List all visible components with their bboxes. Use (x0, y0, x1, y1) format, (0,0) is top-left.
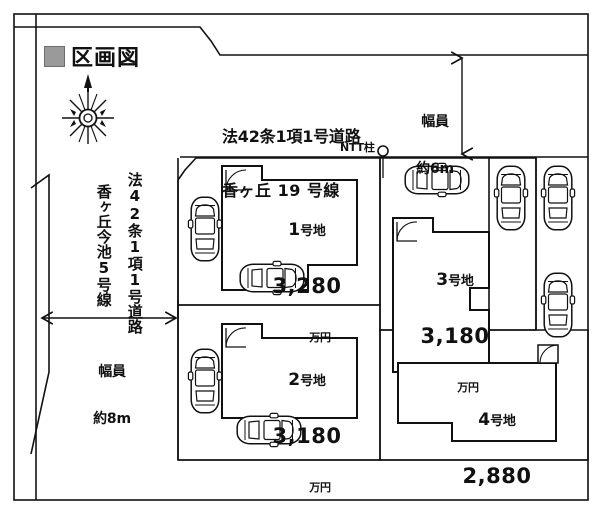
title-swatch-icon (44, 45, 65, 67)
top-road-label: 法42条1項1号道路 香ヶ丘 19 号線 (222, 92, 361, 235)
parked-car (187, 348, 223, 414)
top-road-law-text: 法42条1項1号道路 (222, 126, 361, 146)
plot-2-suffix: 号地 (300, 373, 326, 389)
plot-2-number-row: 2号地 (252, 369, 362, 390)
plot-4-number-row: 4号地 (442, 409, 552, 430)
plot-4-number: 4 (478, 409, 491, 430)
plot-4-suffix: 号地 (490, 413, 516, 429)
figure-border (13, 13, 589, 501)
plot-2-price-unit: 万円 (309, 481, 331, 495)
building-footprint-2 (221, 323, 358, 419)
plot-1-number-row: 1号地 (252, 219, 362, 240)
building-footprint-4 (397, 344, 559, 442)
top-road-width-value: 約6m (416, 161, 454, 178)
page-title: 区画図 (71, 46, 141, 71)
plot-3-number: 3 (436, 269, 449, 290)
plot-2-number: 2 (288, 369, 301, 390)
plot-2-price: 3,180 (272, 423, 342, 448)
left-road-width-label: 幅員 約8m (85, 334, 139, 459)
lot-block-outlines (177, 157, 589, 461)
ntt-pole-label: NTT柱 (340, 141, 375, 154)
plot-1-price: 3,280 (272, 273, 342, 298)
ntt-pole-icon (377, 145, 389, 178)
parked-car (540, 272, 576, 338)
plot-3-price: 3,180 (420, 323, 490, 348)
top-road-name-text: 香ヶ丘 19 号線 (222, 180, 340, 200)
figure-title: 区画図 (44, 40, 140, 72)
parked-car (540, 165, 576, 231)
plot-label-4: 4号地 2,880 万円 (442, 376, 552, 514)
plot-3-suffix: 号地 (448, 273, 474, 289)
parked-car (187, 196, 223, 262)
plot-3-number-row: 3号地 (400, 269, 510, 290)
plot-label-2: 2号地 3,180 万円 (252, 336, 362, 514)
north-compass-icon (62, 74, 114, 144)
plot-1-suffix: 号地 (300, 223, 326, 239)
top-road-width-word: 幅員 (421, 114, 449, 131)
plot-1-number: 1 (288, 219, 301, 240)
parked-car (493, 165, 529, 231)
plot-1-price-unit: 万円 (309, 331, 331, 345)
left-road-name-text: 香ヶ丘今池5号線 (94, 184, 113, 307)
left-road-width-word: 幅員 (98, 364, 126, 381)
left-road-law-text: 法42条1項1号道路 (125, 172, 144, 334)
plot-4-price: 2,880 (462, 463, 532, 488)
top-road-width-label: 幅員 約6m (410, 84, 460, 209)
plot-3-price-unit: 万円 (457, 381, 479, 395)
left-road-width-value: 約8m (93, 411, 131, 428)
plot-label-1: 1号地 3,280 万円 (252, 186, 362, 379)
plot-label-3: 3号地 3,180 万円 (400, 236, 510, 429)
